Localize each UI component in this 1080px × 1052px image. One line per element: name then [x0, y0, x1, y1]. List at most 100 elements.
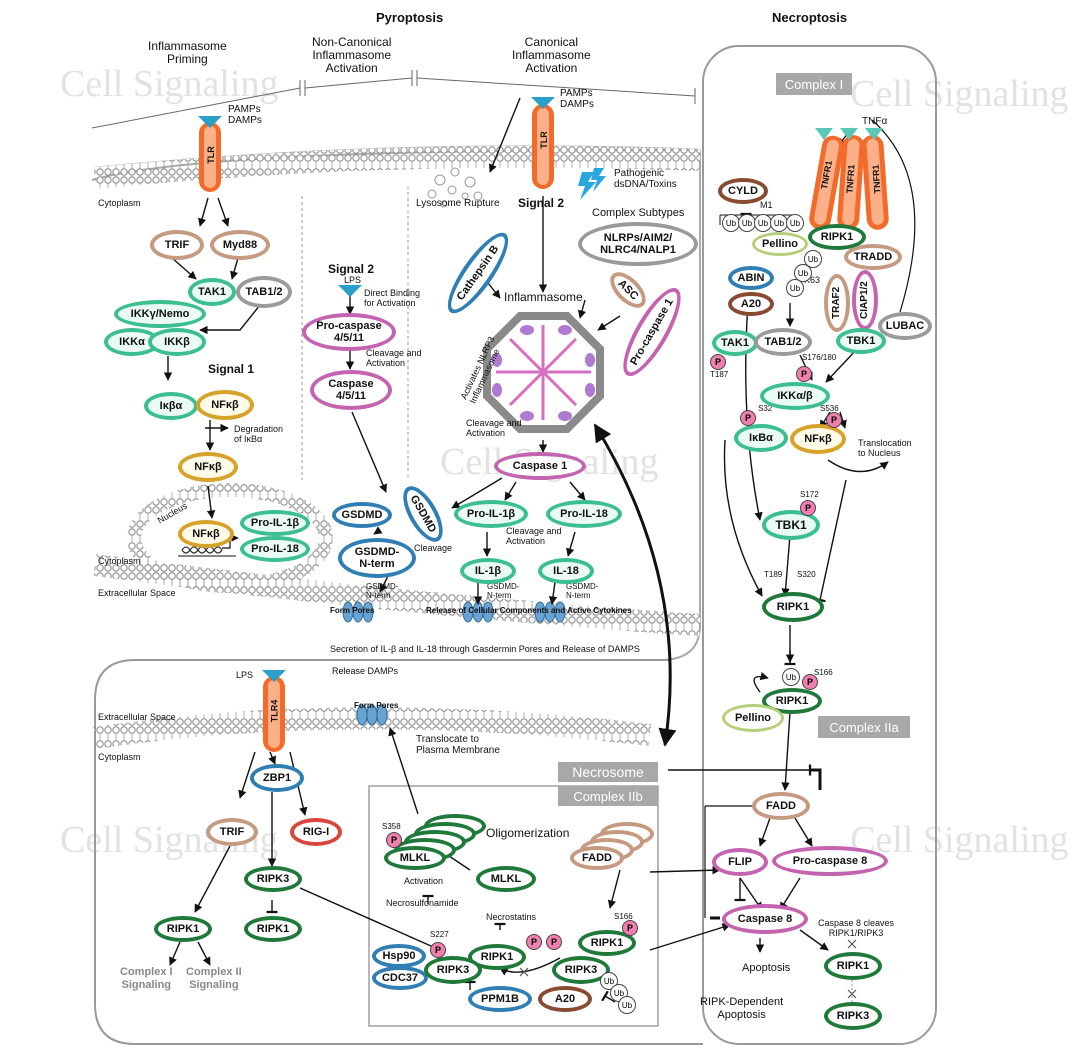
bottom-panel-outline — [94, 659, 703, 1045]
site-label: S358 — [382, 822, 401, 831]
complex-i-signaling-label: Complex I Signaling — [120, 966, 173, 991]
mlkl-node: MLKL — [476, 866, 536, 892]
site-label: T187 — [710, 370, 729, 379]
pellino-node: Pellino — [752, 232, 808, 256]
pamps-label: PAMPs DAMPs — [228, 104, 262, 126]
m1-label: M1 — [760, 200, 773, 210]
complex-iib-box: Complex IIb — [558, 786, 658, 806]
flip-node: FLIP — [712, 848, 768, 876]
gsdmd-nterm-node: GSDMD- N-term — [338, 538, 416, 578]
tnfr1-label: TNFR1 — [844, 164, 857, 194]
release-damps-label: Release DAMPs — [332, 666, 399, 676]
inflammasome-complex — [483, 312, 604, 433]
ripk3-node: RIPK3 — [552, 956, 610, 984]
phospho-icon: P — [526, 934, 542, 950]
degradation-label: Degradation of IκBα — [234, 424, 284, 444]
lightning-icon — [578, 168, 606, 200]
complex-iia-box: Complex IIa — [818, 716, 910, 738]
ripk3-node: RIPK3 — [244, 866, 302, 892]
pro-il18-node: Pro-IL-18 — [546, 500, 622, 528]
oligomerization-label: Oligomerization — [486, 826, 570, 840]
cleavage-activation-label: Cleavage and Activation — [506, 526, 562, 546]
necrosulfonamide-label: Necrosulfonamide — [386, 898, 459, 908]
pro-il18-node: Pro-IL-18 — [240, 536, 310, 562]
translocate-label: Translocate to Plasma Membrane — [416, 734, 500, 756]
direct-binding-label: Direct Binding for Activation — [364, 288, 421, 308]
section-brackets — [91, 70, 696, 129]
release-cellular-label: Release of Cellular Components and Activ… — [426, 606, 632, 615]
tnfr1-label: TNFR1 — [870, 164, 883, 194]
pro-il1b-node: Pro-IL-1β — [240, 510, 310, 536]
ripk1-node: RIPK1 — [762, 592, 824, 622]
ubiquitin-icon: Ub — [618, 996, 636, 1014]
phospho-icon: P — [386, 832, 402, 848]
nfkb-node: NFκβ — [790, 424, 846, 454]
casp8-cleaves-label: Caspase 8 cleaves RIPK1/RIPK3 — [818, 918, 895, 938]
site-label: S166 — [614, 912, 633, 921]
tnfa-label: TNFα — [862, 116, 888, 127]
cytoplasm-label: Cytoplasm — [98, 752, 141, 762]
watermark: Cell Signaling — [850, 819, 1069, 861]
ripk-apoptosis-label: RIPK-Dependent Apoptosis — [700, 996, 784, 1021]
ciap12-node: CIAP1/2 — [852, 270, 878, 330]
ikkab-node: IKKα/β — [760, 382, 830, 410]
tlr4-label: TLR4 — [269, 699, 280, 723]
site-label: S32 — [758, 404, 773, 413]
ppm1b-node: PPM1B — [468, 986, 532, 1012]
complex-ii-signaling-label: Complex II Signaling — [186, 966, 242, 991]
extracellular-label: Extracellular Space — [98, 712, 176, 722]
myd88-node: Myd88 — [210, 230, 270, 260]
ikk-nemo-node: IKKγ/Nemo — [114, 300, 206, 328]
lps-label: LPS — [236, 670, 254, 680]
zbp1-node: ZBP1 — [250, 764, 304, 792]
ripk3-node: RIPK3 — [824, 1002, 882, 1030]
gsdmd-nterm-label: GSDMD- N-term — [566, 582, 599, 600]
site-label: S536 — [820, 404, 839, 413]
caspase-8-node: Caspase 8 — [722, 904, 808, 934]
lubac-node: LUBAC — [878, 312, 932, 340]
ubiquitin-icon: Ub — [782, 668, 800, 686]
complex-i-box: Complex I — [776, 73, 852, 95]
pro-il1b-node: Pro-IL-1β — [454, 500, 528, 528]
phospho-icon: P — [710, 354, 726, 370]
tak1-node: TAK1 — [188, 278, 236, 306]
abin-node: ABIN — [728, 266, 774, 290]
mlkl-node: MLKL — [384, 846, 446, 870]
signal-1-label: Signal 1 — [208, 362, 255, 376]
pyroptosis-header: Pyroptosis — [376, 10, 444, 25]
tradd-node: TRADD — [844, 244, 902, 270]
caspase-1-node: Caspase 1 — [494, 452, 586, 480]
phospho-icon: P — [740, 410, 756, 426]
phospho-icon: P — [430, 942, 446, 958]
cleavage-activation-label: Cleavage and Activation — [366, 348, 422, 368]
il18-node: IL-18 — [538, 558, 594, 584]
watermark: Cell Signaling — [60, 63, 279, 105]
nlrp-node: NLRPs/AIM2/ NLRC4/NALP1 — [578, 222, 698, 266]
phospho-icon: P — [622, 920, 638, 936]
tlr-label: TLR — [538, 131, 549, 149]
lysosome-fragments — [427, 167, 483, 208]
cytoplasm-label: Cytoplasm — [98, 556, 141, 566]
a20-node: A20 — [538, 986, 592, 1012]
phospho-icon: P — [802, 674, 818, 690]
cleavage-crosses — [519, 939, 857, 999]
caspase-4511-node: Caspase 4/5/11 — [310, 370, 392, 410]
pro-caspase-4511-node: Pro-caspase 4/5/11 — [302, 313, 396, 351]
activation-label: Activation — [404, 876, 444, 886]
tlr-label: TLR — [205, 146, 216, 164]
phospho-icon: P — [796, 366, 812, 382]
rig-i-node: RIG-I — [290, 818, 342, 846]
ripk3-node: RIPK3 — [424, 956, 482, 984]
site-label: S172 — [800, 490, 819, 499]
necroptosis-outline — [702, 45, 937, 1045]
site-label: T189 — [764, 570, 783, 579]
ubiquitin-icon: Ub — [754, 214, 772, 232]
inflammasome-label: Inflammasome — [504, 290, 583, 304]
necrosome-box: Necrosome — [558, 762, 658, 782]
signal-2-label: Signal 2 — [518, 196, 565, 210]
ubiquitin-icon: Ub — [794, 264, 812, 282]
trif-node: TRIF — [150, 230, 204, 260]
phospho-icon: P — [826, 412, 842, 428]
extracellular-label: Extracellular Space — [98, 588, 176, 598]
